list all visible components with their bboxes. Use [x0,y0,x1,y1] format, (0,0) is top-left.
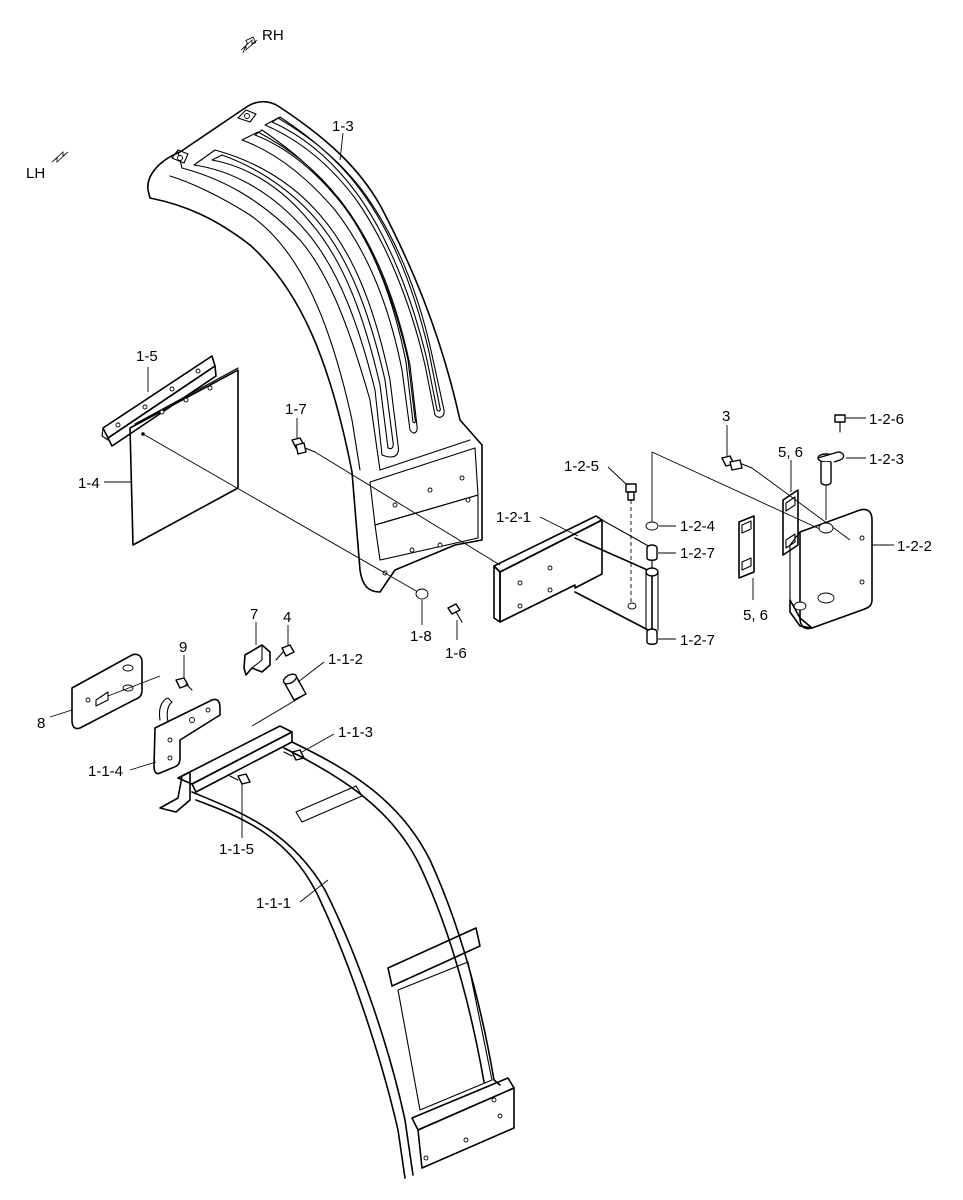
label-9: 9 [179,639,187,656]
label-1-8: 1-8 [410,628,432,645]
mounting-bracket [789,508,873,630]
washer-1-2-4 [645,521,659,531]
mud-flap-bracket [101,355,217,447]
label-1-3: 1-3 [332,118,354,135]
label-5-6-lower: 5, 6 [743,607,768,624]
label-1-2-4: 1-2-4 [680,518,715,535]
bushing-1-2-7-bottom [646,628,658,645]
alignment-line-3 [751,467,851,541]
label-1-2-3: 1-2-3 [869,451,904,468]
screw-4 [275,644,295,661]
shim-5-6-upper [782,489,799,556]
bushing-1-2-7-top [646,544,658,561]
label-1-2-5: 1-2-5 [564,458,599,475]
bolt-1-6 [447,603,463,623]
lh-direction-label: LH [26,165,45,182]
hinge-bracket [493,515,659,633]
label-1-2-7-bottom: 1-2-7 [680,632,715,649]
bolt-1-2-6 [834,414,846,433]
label-1-1-2: 1-1-2 [328,651,363,668]
label-1-1-3: 1-1-3 [338,724,373,741]
clip-7 [243,644,271,676]
rh-direction-label: RH [262,27,284,44]
label-1-2-7-top: 1-2-7 [680,545,715,562]
leader-1-1-1 [299,879,329,903]
pin-1-2-3 [817,451,845,486]
lh-direction-arrow-icon [51,151,69,163]
label-1-4: 1-4 [78,475,100,492]
fender-cover [147,100,483,593]
label-1-6: 1-6 [445,645,467,662]
label-5-6-upper: 5, 6 [778,444,803,461]
label-1-1-5: 1-1-5 [219,841,254,858]
bolt-1-2-5 [625,483,637,501]
alignment-line-mud-flap [142,433,419,593]
alignment-line-hinge-diagonal [651,451,823,531]
label-1-1-1: 1-1-1 [256,895,291,912]
washer-1-8 [415,588,429,600]
label-1-2-1: 1-2-1 [496,509,531,526]
label-1-2-2: 1-2-2 [897,538,932,555]
label-4: 4 [283,609,291,626]
leader-1-1-4 [129,761,157,771]
leader-8 [49,709,73,718]
bolt-1-1-3 [283,749,305,761]
leader-1-2-5 [607,466,627,485]
leader-1-2-1 [539,516,579,537]
label-7: 7 [250,606,258,623]
mud-flap [129,367,239,546]
alignment-line-1-1-2 [251,693,307,727]
label-1-1-4: 1-1-4 [88,763,123,780]
label-3: 3 [722,408,730,425]
shim-5-6-lower [738,515,755,579]
leader-1-1-2 [297,661,325,683]
bolt-3 [721,455,753,471]
label-1-2-6: 1-2-6 [869,411,904,428]
spacer-1-1-2 [282,673,307,701]
label-8: 8 [37,715,45,732]
latch-plate-8 [71,653,143,730]
bolt-1-7 [291,437,316,455]
label-1-5: 1-5 [136,348,158,365]
alignment-line-1-7 [314,451,501,566]
fender-frame [159,725,515,1179]
alignment-line-8 [107,675,161,697]
latch-1-1-4 [153,697,221,775]
label-1-7: 1-7 [285,401,307,418]
rh-direction-arrow-icon [240,36,258,54]
leader-1-3 [339,132,344,161]
bolt-9 [175,677,193,691]
bolt-1-1-5 [229,773,251,785]
